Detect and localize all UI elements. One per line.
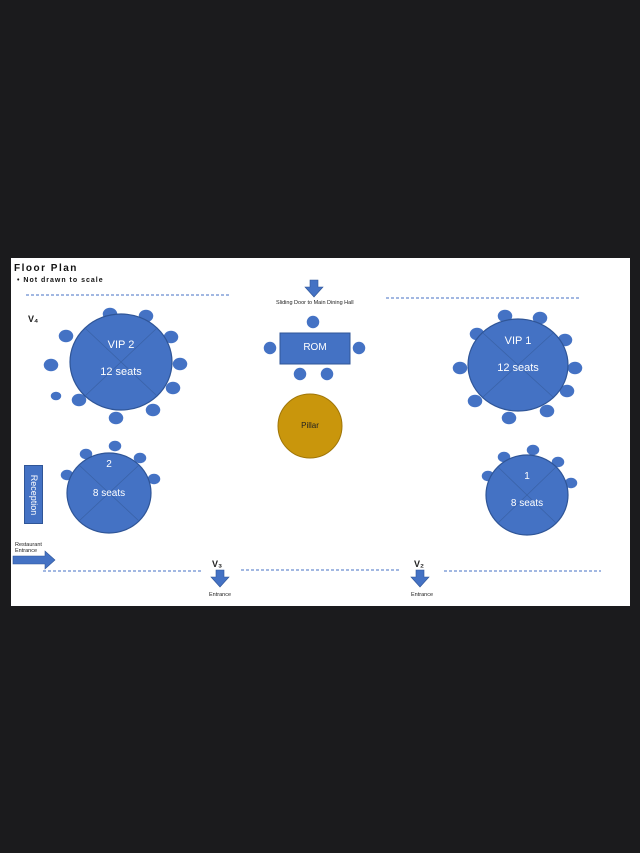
vip2-seats: 12 seats [100, 366, 142, 378]
plan-title: Floor Plan [14, 263, 78, 274]
table-vip1[interactable] [451, 308, 584, 426]
entrance-left-label: Entrance [209, 592, 232, 598]
entrance-left-arrow-icon [210, 569, 230, 588]
rom-name: ROM [303, 342, 327, 353]
v3-label: V₃ [212, 559, 223, 569]
restaurant-entrance-label-2: Entrance [15, 548, 38, 554]
plan-subtitle: • Not drawn to scale [17, 277, 104, 284]
restaurant-entrance-label-1: Restaurant [15, 542, 42, 548]
v4-label: V₄ [28, 314, 39, 324]
table-2[interactable] [59, 439, 162, 534]
reception-desk: Reception [24, 465, 43, 524]
table2-name: 2 [106, 459, 112, 470]
entrance-right-arrow-icon [410, 569, 430, 588]
table-1[interactable] [480, 443, 579, 536]
table-vip2[interactable] [42, 306, 189, 426]
table1-seats: 8 seats [510, 498, 544, 509]
entrance-right-label: Entrance [411, 592, 434, 598]
table2-seats: 8 seats [92, 488, 126, 499]
sliding-door-label: Sliding Door to Main Dining Hall [276, 300, 354, 306]
table1-name: 1 [524, 471, 530, 482]
sliding-door-arrow-icon [304, 279, 324, 298]
vip1-name: VIP 1 [504, 335, 532, 347]
restaurant-entrance-arrow-icon [12, 550, 56, 570]
table-rom[interactable] [262, 314, 367, 382]
v2-label: V₂ [414, 559, 425, 569]
vip1-seats: 12 seats [497, 362, 539, 374]
reception-label: Reception [28, 474, 39, 515]
vip2-name: VIP 2 [107, 339, 135, 351]
pillar-label: Pillar [301, 421, 319, 430]
floor-plan-drawing [12, 279, 601, 588]
floor-plan: Floor Plan • Not drawn to scale Sliding … [11, 258, 630, 606]
pillar [277, 393, 343, 459]
